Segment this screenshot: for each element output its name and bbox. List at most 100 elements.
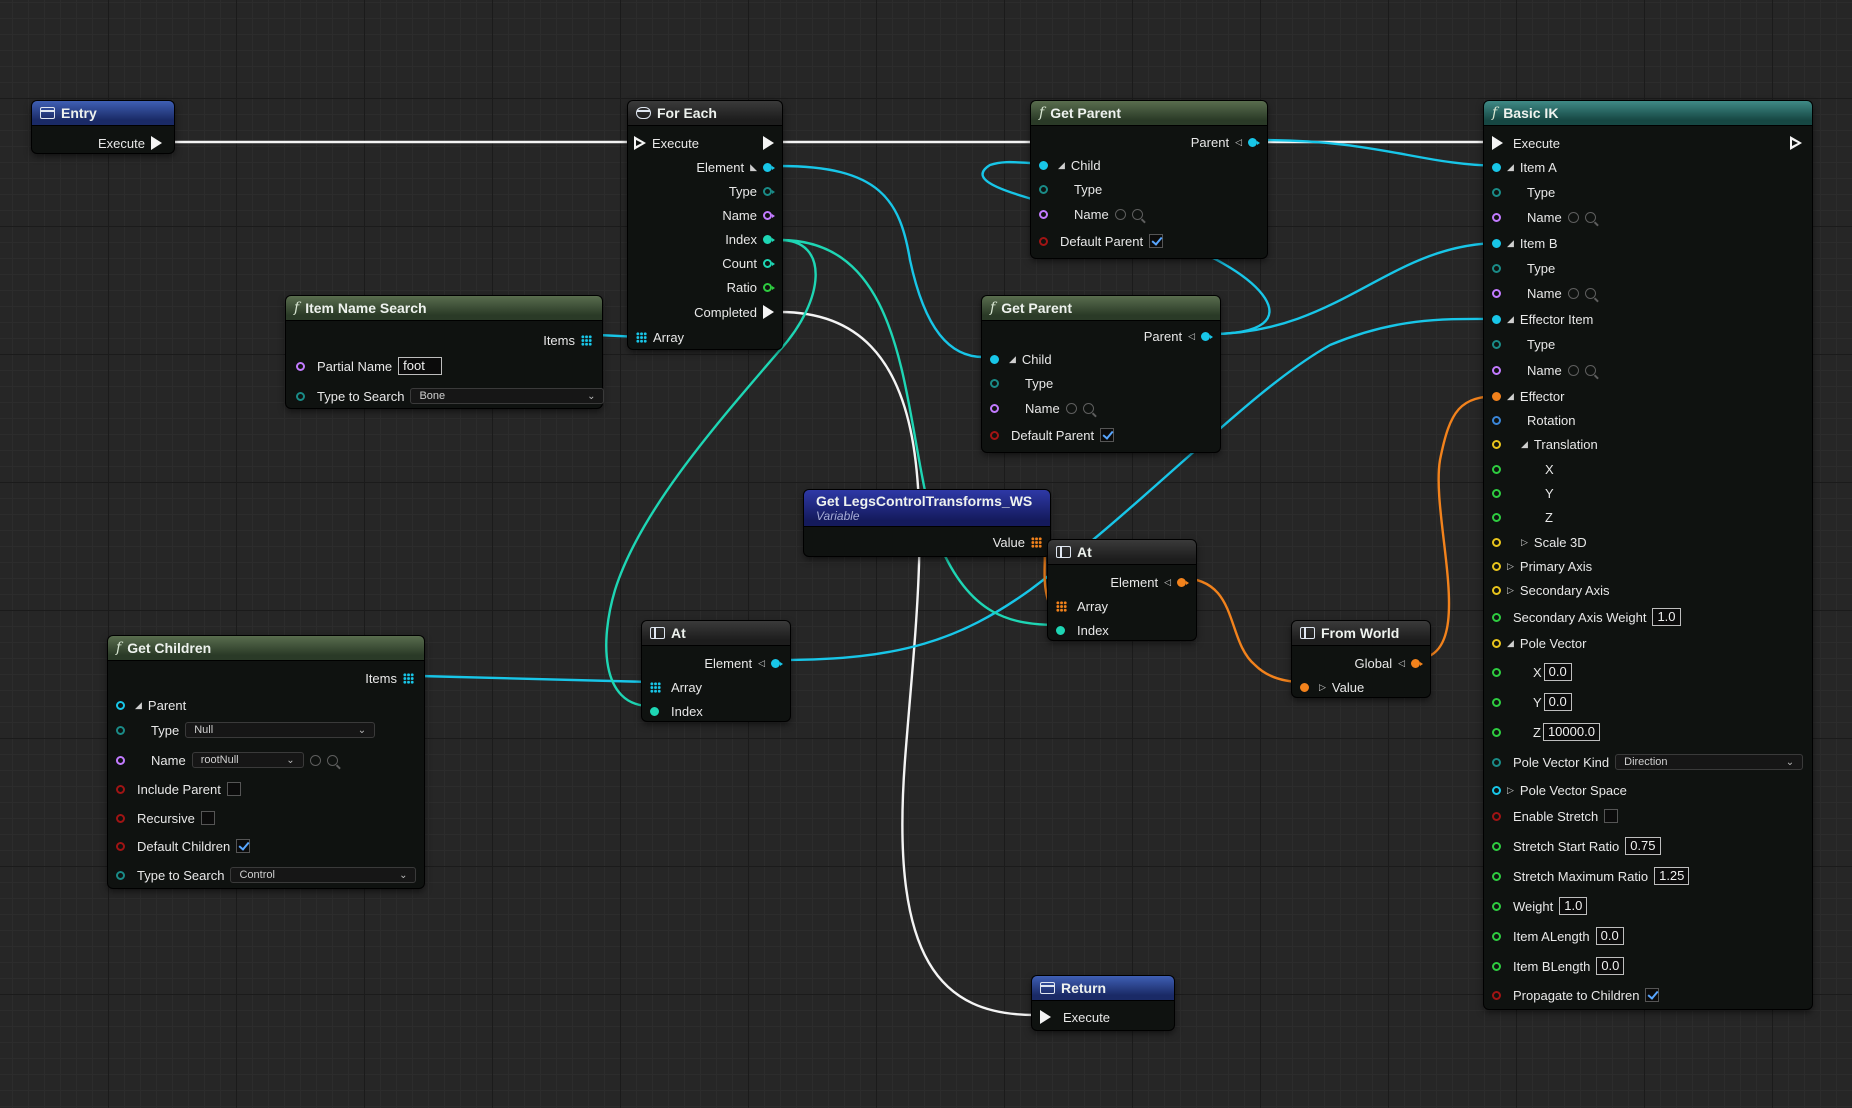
recursive-checkbox[interactable] [200, 811, 215, 825]
browse-icon[interactable] [1584, 364, 1596, 376]
ik-pole-vector-kind-dropdown[interactable]: Direction ⌄ [1615, 754, 1804, 770]
ik-enable-stretch-checkbox[interactable] [1604, 809, 1619, 823]
browse-icon[interactable] [1082, 402, 1094, 414]
include-parent-checkbox[interactable] [226, 782, 241, 796]
get-parent-1-default-parent-pin[interactable] [1039, 236, 1048, 246]
ik-scale-pin[interactable] [1492, 537, 1501, 547]
type-to-search-dropdown[interactable]: Bone ⌄ [410, 388, 605, 404]
use-selected-icon[interactable] [1065, 402, 1077, 414]
get-parent-2-type-pin[interactable] [990, 378, 999, 388]
for-each-element-pin[interactable] [763, 162, 775, 172]
for-each-count-pin[interactable] [763, 258, 775, 268]
ik-stretch-start-pin[interactable] [1492, 841, 1501, 851]
get-parent-2-default-parent-checkbox[interactable] [1100, 428, 1115, 442]
ik-item-a-pin[interactable] [1492, 162, 1501, 172]
get-parent-1-child-pin[interactable] [1039, 160, 1048, 170]
ik-stretch-max-field[interactable]: 1.25 [1654, 867, 1690, 885]
ik-name-a-pin[interactable] [1492, 212, 1501, 222]
get-children-parent-pin[interactable] [116, 700, 125, 710]
ik-pole-z-field[interactable]: 10000.0 [1542, 723, 1600, 741]
ik-item-b-length-field[interactable]: 0.0 [1596, 957, 1625, 975]
ik-weight-pin[interactable] [1492, 901, 1501, 911]
get-parent-2-name-pin[interactable] [990, 403, 999, 413]
get-children-type-dropdown[interactable]: Null ⌄ [185, 722, 376, 738]
basic-ik-execute-in-pin[interactable] [1492, 136, 1503, 150]
ik-secondary-axis-pin[interactable] [1492, 585, 1501, 595]
ik-effector-item-pin[interactable] [1492, 314, 1501, 324]
browse-icon[interactable] [326, 754, 338, 766]
ik-propagate-checkbox[interactable] [1645, 988, 1660, 1002]
browse-icon[interactable] [1584, 211, 1596, 223]
ik-item-a-length-field[interactable]: 0.0 [1595, 927, 1624, 945]
get-parent-1-parent-pin[interactable] [1248, 137, 1260, 147]
ik-name-b-pin[interactable] [1492, 288, 1501, 298]
for-each-execute-in-pin[interactable] [634, 136, 646, 150]
ik-rotation-pin[interactable] [1492, 415, 1501, 425]
at-1-array-pin[interactable] [650, 681, 661, 693]
ik-translation-y-pin[interactable] [1492, 488, 1501, 498]
get-parent-1-type-pin[interactable] [1039, 184, 1048, 194]
at-2-element-pin[interactable] [1177, 577, 1189, 587]
at-1-element-pin[interactable] [771, 658, 783, 668]
ik-secondary-axis-weight-field[interactable]: 1.0 [1652, 608, 1681, 626]
ik-pole-vector-space-pin[interactable] [1492, 785, 1501, 795]
entry-execute-pin[interactable] [151, 136, 162, 150]
default-children-checkbox[interactable] [236, 839, 251, 853]
partial-name-field[interactable]: foot [398, 357, 443, 375]
ik-translation-pin[interactable] [1492, 439, 1501, 449]
return-node[interactable]: Return Execute [1032, 976, 1174, 1030]
for-each-name-pin[interactable] [763, 210, 775, 220]
get-children-name-dropdown[interactable]: rootNull ⌄ [191, 752, 304, 768]
get-children-name-pin[interactable] [116, 755, 125, 765]
at-1-index-pin[interactable] [650, 706, 659, 716]
ik-pole-z-pin[interactable] [1492, 727, 1501, 737]
use-selected-icon[interactable] [309, 754, 321, 766]
ik-item-b-length-pin[interactable] [1492, 961, 1501, 971]
recursive-pin[interactable] [116, 813, 125, 823]
use-selected-icon[interactable] [1567, 287, 1579, 299]
ik-type-a-pin[interactable] [1492, 187, 1501, 197]
at-node-2[interactable]: At Element◁ Array Index [1048, 540, 1196, 640]
from-world-value-pin[interactable] [1300, 682, 1309, 692]
ik-item-b-pin[interactable] [1492, 238, 1501, 248]
ik-stretch-start-field[interactable]: 0.75 [1625, 837, 1661, 855]
browse-icon[interactable] [1584, 287, 1596, 299]
ik-pole-y-pin[interactable] [1492, 697, 1501, 707]
get-parent-2-default-parent-pin[interactable] [990, 430, 999, 440]
get-children-type-pin[interactable] [116, 725, 125, 735]
get-parent-1-name-pin[interactable] [1039, 209, 1048, 219]
basic-ik-node[interactable]: f Basic IK Execute ◢ Item A Type Name ◢ … [1484, 101, 1812, 1009]
for-each-ratio-pin[interactable] [763, 282, 775, 292]
ik-pole-x-field[interactable]: 0.0 [1543, 663, 1572, 681]
get-parent-node-2[interactable]: f Get Parent Parent◁ ◢ Child Type Name D… [982, 296, 1220, 452]
for-each-index-pin[interactable] [763, 234, 775, 244]
for-each-completed-pin[interactable] [763, 305, 774, 319]
get-variable-node[interactable]: Get LegsControlTransforms_WS Variable Va… [804, 490, 1050, 556]
at-node-1[interactable]: At Element◁ Array Index [642, 621, 790, 721]
ik-translation-z-pin[interactable] [1492, 512, 1501, 522]
ik-weight-field[interactable]: 1.0 [1559, 897, 1588, 915]
ik-enable-stretch-pin[interactable] [1492, 811, 1501, 821]
ik-effector-pin[interactable] [1492, 391, 1501, 401]
from-world-node[interactable]: From World Global◁ ▷ Value [1292, 621, 1430, 697]
from-world-global-pin[interactable] [1411, 658, 1423, 668]
get-children-node[interactable]: f Get Children Items ◢ Parent Type Null … [108, 636, 424, 888]
get-children-type-to-search-dropdown[interactable]: Control ⌄ [230, 867, 417, 883]
ik-primary-axis-pin[interactable] [1492, 561, 1501, 571]
get-parent-node-1[interactable]: f Get Parent Parent◁ ◢ Child Type Name D… [1031, 101, 1267, 258]
ik-propagate-pin[interactable] [1492, 990, 1501, 1000]
item-name-search-items-pin[interactable] [581, 334, 592, 346]
ik-name-e-pin[interactable] [1492, 365, 1501, 375]
ik-pole-y-field[interactable]: 0.0 [1543, 693, 1572, 711]
ik-item-a-length-pin[interactable] [1492, 931, 1501, 941]
get-children-type-to-search-pin[interactable] [116, 870, 125, 880]
ik-secondary-axis-weight-pin[interactable] [1492, 612, 1501, 622]
get-parent-2-child-pin[interactable] [990, 354, 999, 364]
return-execute-pin[interactable] [1040, 1010, 1051, 1024]
use-selected-icon[interactable] [1567, 211, 1579, 223]
ik-type-e-pin[interactable] [1492, 339, 1501, 349]
get-parent-2-parent-pin[interactable] [1201, 331, 1213, 341]
for-each-node[interactable]: For Each Execute Element◣ Type Name Inde… [628, 101, 782, 349]
browse-icon[interactable] [1131, 208, 1143, 220]
basic-ik-execute-out-pin[interactable] [1790, 136, 1802, 150]
